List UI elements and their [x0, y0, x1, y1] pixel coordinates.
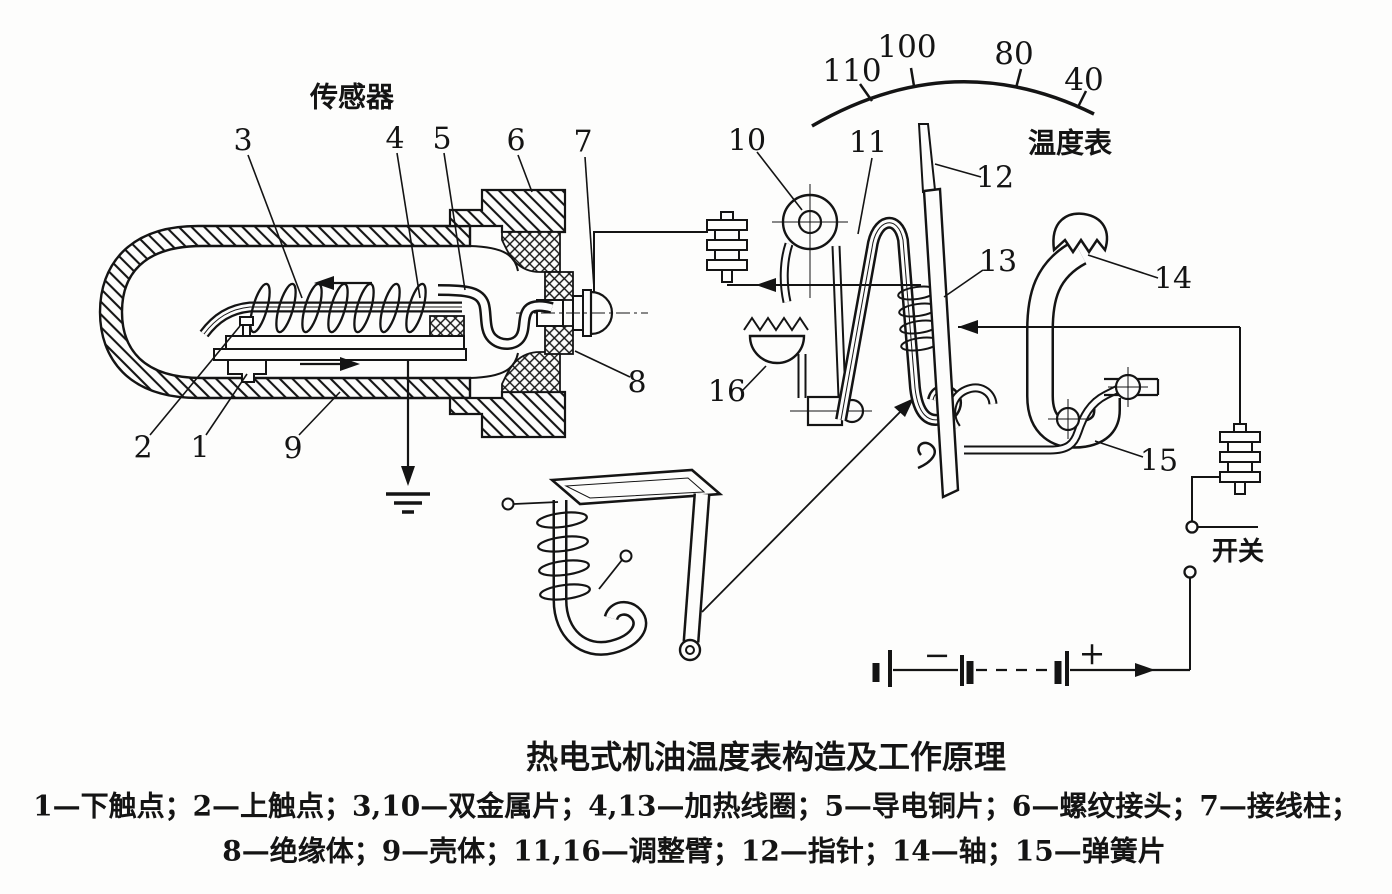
seal-bottom [501, 351, 561, 393]
callout-12: 12 [976, 161, 1014, 196]
gauge-needle [917, 123, 960, 499]
binding-post-right [1219, 423, 1261, 495]
scale-arc [811, 80, 1095, 128]
tick-100 [909, 67, 916, 87]
binding-post-left [706, 211, 748, 283]
part-callouts: 1 2 3 4 5 6 7 8 9 10 11 12 13 14 15 16 [133, 122, 1192, 479]
insulator-bottom [544, 325, 574, 355]
callout-5: 5 [432, 122, 451, 157]
gauge-title: 温度表 [1028, 127, 1112, 160]
detail-coil [536, 511, 591, 601]
caption-legend-2: 8—绝缘体；9—壳体；11,16—调整臂；12—指针；14—轴；15—弹簧片 [222, 835, 1166, 868]
upper-contact [239, 316, 254, 326]
callout-8: 8 [627, 366, 646, 401]
callout-3: 3 [233, 124, 252, 159]
switch [1183, 476, 1258, 670]
caption: 热电式机油温度表构造及工作原理 1—下触点；2—上触点；3,10—双金属片；4,… [33, 738, 1359, 868]
sensor-assembly [98, 188, 648, 514]
callout-11: 11 [849, 126, 887, 161]
callout-7: 7 [573, 125, 592, 160]
contact-plate-upper [225, 335, 465, 350]
callout-4: 4 [385, 122, 404, 157]
callout-9: 9 [283, 432, 302, 467]
insulator-top [544, 271, 574, 301]
battery-plus-sign: + [1079, 634, 1106, 672]
callout-6: 6 [506, 124, 525, 159]
bimetal-detail-3d [501, 398, 914, 662]
ground-symbol [386, 360, 430, 514]
tick-110 [858, 83, 874, 102]
rivet-strip [1048, 367, 1160, 439]
callout-14: 14 [1154, 262, 1192, 297]
spring-squiggle [917, 441, 936, 470]
caption-title: 热电式机油温度表构造及工作原理 [526, 738, 1006, 776]
shaft-head [1052, 212, 1109, 255]
serrated-disc [748, 334, 806, 365]
arrow-right-icon [340, 357, 360, 371]
switch-contact-top [1185, 520, 1199, 534]
switch-contact-bottom [1183, 565, 1197, 579]
battery-symbol [872, 650, 1190, 687]
callout-10: 10 [728, 124, 766, 159]
scale-value-40: 40 [1064, 62, 1103, 98]
current-arrow-b-icon [958, 320, 978, 334]
scale-value-80: 80 [994, 36, 1033, 72]
coil-support [429, 315, 465, 337]
heating-coil [249, 282, 427, 334]
detail-leg-hole [685, 645, 695, 655]
caption-legend-1: 1—下触点；2—上触点；3,10—双金属片；4,13—加热线圈；5—导电铜片；6… [33, 790, 1359, 823]
thread-fitting-bottom [448, 390, 567, 439]
callout-1: 1 [190, 431, 209, 466]
scale-value-110: 110 [822, 53, 881, 89]
battery-minus-sign: − [924, 636, 951, 674]
detail-leader-arrow-icon [894, 398, 914, 417]
callout-15: 15 [1140, 444, 1178, 479]
serration-teeth [743, 316, 809, 332]
gauge-assembly [743, 67, 1160, 499]
sensor-title: 传感器 [309, 81, 395, 114]
battery-arrow-icon [1135, 663, 1155, 677]
callout-16: 16 [708, 375, 746, 410]
thread-fitting-top [448, 188, 567, 234]
wire-sensor-to-post [593, 231, 708, 292]
seal-top [501, 231, 561, 273]
switch-title: 开关 [1212, 537, 1264, 567]
gauge-bimetal-arm [743, 184, 872, 427]
lower-contact [242, 324, 251, 337]
current-arrow-a-icon [756, 278, 776, 292]
callout-2: 2 [133, 431, 152, 466]
scale-value-100: 100 [877, 29, 936, 65]
shaft-arm-14 [1026, 212, 1121, 449]
arrow-left-icon [314, 276, 334, 290]
circuit-wiring [593, 211, 1261, 687]
contact-bracket [227, 359, 267, 383]
tick-40 [1076, 90, 1088, 108]
callout-13: 13 [979, 245, 1017, 280]
tick-80 [1014, 68, 1023, 89]
detail-terminal-left [501, 497, 515, 511]
detail-terminal-right [619, 549, 633, 563]
leader-lines [149, 151, 1159, 458]
